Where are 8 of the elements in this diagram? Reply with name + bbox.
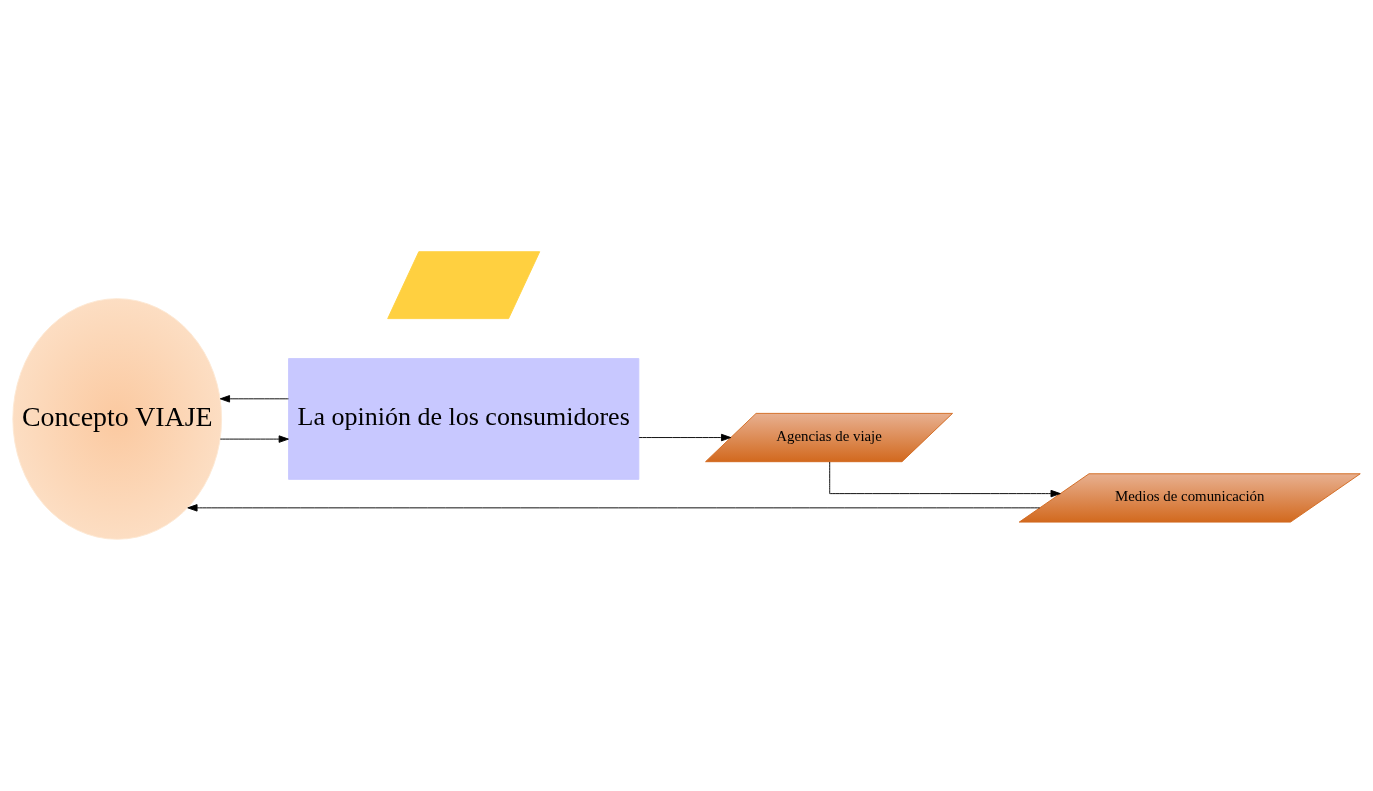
arrow [187, 504, 1041, 512]
arrow [829, 461, 1061, 498]
node-parallelogram [387, 251, 541, 320]
arrow [219, 435, 289, 443]
node-box: La opinión de los consumidores [288, 358, 640, 480]
arrow [219, 395, 289, 403]
node-ellipse: Concepto VIAJE [12, 298, 223, 540]
arrow [638, 433, 732, 442]
